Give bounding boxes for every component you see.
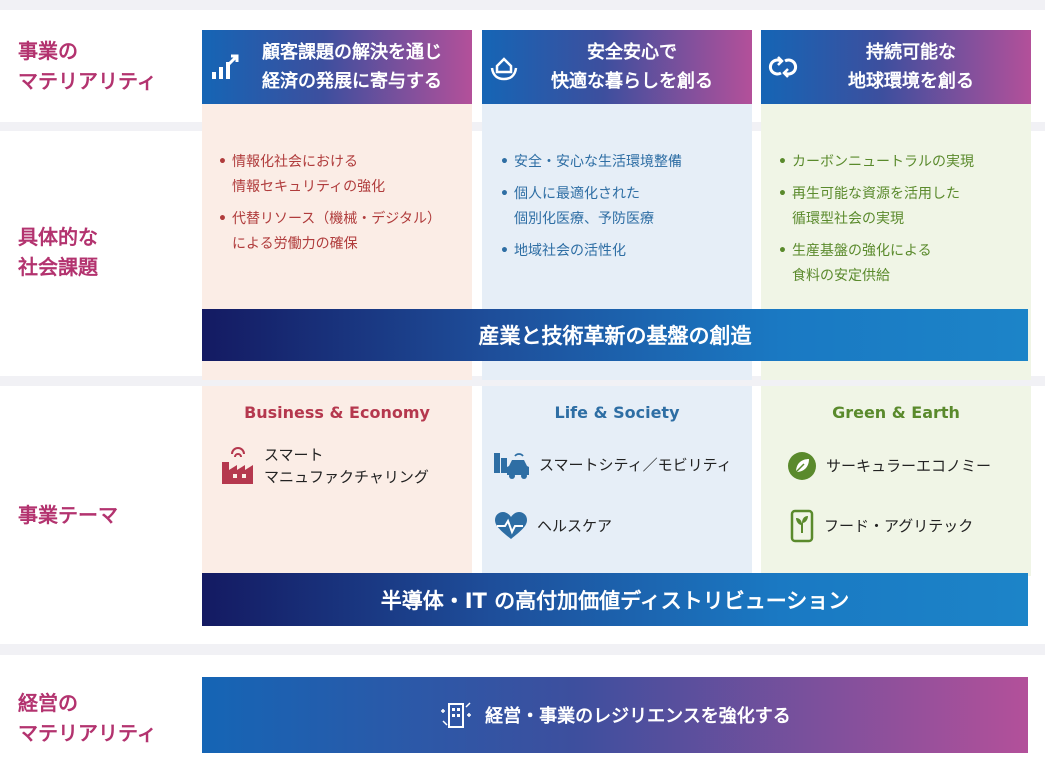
issue-item: 再生可能な資源を活用した 循環型社会の実現 [778,182,974,232]
theme-title-green: Green & Earth [832,403,960,422]
issues-list-business: 情報化社会における 情報セキュリティの強化 代替リソース（機械・デジタル） によ… [218,150,441,264]
header-economy: 顧客課題の解決を通じ 経済の発展に寄与する [202,30,472,104]
issues-list-green: カーボンニュートラルの実現 再生可能な資源を活用した 循環型社会の実現 生産基盤… [778,150,974,296]
building-resilience-icon [439,701,473,729]
house-hands-icon [482,52,526,82]
issues-list-life: 安全・安心な生活環境整備 個人に最適化された 個別化医療、予防医療 地域社会の活… [500,150,682,271]
industry-bar: 産業と技術革新の基盤の創造 [202,309,1028,361]
leaf-cycle-icon [786,450,818,482]
theme-smart-manufacturing: スマート マニュファクチャリング [220,444,429,488]
issue-item: 安全・安心な生活環境整備 [500,150,682,175]
header-green: 持続可能な 地球環境を創る [761,30,1031,104]
row-label-materiality: 事業の マテリアリティ [18,39,157,93]
city-car-icon [493,450,531,480]
theme-title-life: Life & Society [554,403,680,422]
factory-icon [220,446,256,486]
semiconductor-bar: 半導体・IT の高付加価値ディストリビューション [202,573,1028,626]
theme-food: フード・アグリテック [790,509,973,543]
header-green-text: 持続可能な 地球環境を創る [848,42,974,92]
row-label-issues: 具体的な 社会課題 [18,225,98,279]
issue-item: 情報化社会における 情報セキュリティの強化 [218,150,441,200]
header-life-text: 安全安心で 快適な暮らしを創る [551,42,713,92]
row-label-themes: 事業テーマ [18,503,118,527]
tablet-sprout-icon [790,509,816,543]
theme-food-text: フード・アグリテック [824,517,974,535]
issue-item: 地域社会の活性化 [500,239,682,264]
column-bg-life-themes [482,386,752,576]
theme-healthcare-text: ヘルスケア [537,517,613,535]
management-text: 経営・事業のレジリエンスを強化する [485,706,791,727]
theme-circular-text: サーキュラーエコノミー [826,457,992,475]
column-bg-green-themes [761,386,1031,576]
heart-pulse-icon [493,511,529,541]
theme-smart-manufacturing-text: スマート マニュファクチャリング [264,446,429,486]
issue-item: 生産基盤の強化による 食料の安定供給 [778,239,974,289]
header-life: 安全安心で 快適な暮らしを創る [482,30,752,104]
management-bar: 経営・事業のレジリエンスを強化する [202,677,1028,753]
theme-title-business: Business & Economy [244,403,430,422]
header-economy-text: 顧客課題の解決を通じ 経済の発展に寄与する [262,42,442,92]
recycle-arrows-icon [761,52,805,82]
issue-item: カーボンニュートラルの実現 [778,150,974,175]
issue-item: 個人に最適化された 個別化医療、予防医療 [500,182,682,232]
theme-healthcare: ヘルスケア [493,511,612,541]
theme-smart-city-text: スマートシティ／モビリティ [539,456,732,474]
row-label-management: 経営の マテリアリティ [18,691,157,745]
bar-chart-arrow-icon [202,52,246,82]
issue-item: 代替リソース（機械・デジタル） による労働力の確保 [218,207,441,257]
theme-circular: サーキュラーエコノミー [786,450,991,482]
theme-smart-city: スマートシティ／モビリティ [493,450,732,480]
